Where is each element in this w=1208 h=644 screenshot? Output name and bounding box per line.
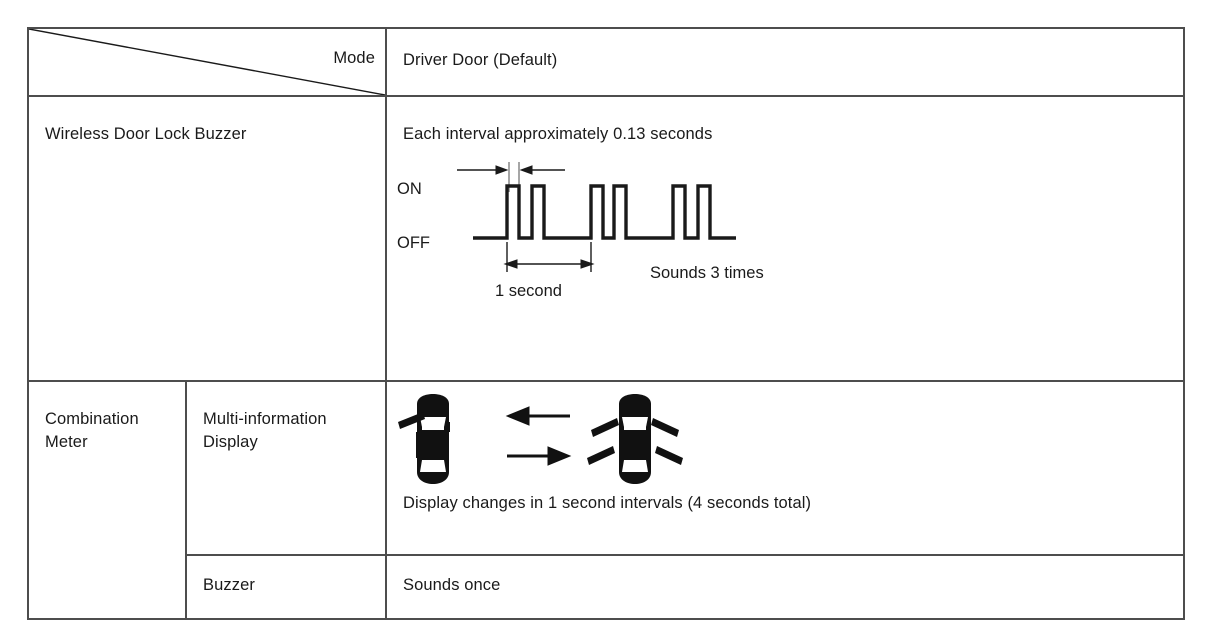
row-sublabel-text: Buzzer: [203, 576, 255, 594]
door-indicator-figure: [395, 394, 715, 486]
waveform-off-label: OFF: [397, 234, 430, 252]
car-all-doors-flashing-icon: [587, 394, 683, 484]
table-row: Wireless Door Lock Buzzer Each interval …: [27, 95, 1185, 382]
sounds-three-times-caption: Sounds 3 times: [650, 264, 764, 282]
diagonal-divider-line: [29, 29, 385, 95]
row-content-multi-information-display: Display changes in 1 second intervals (4…: [385, 380, 1185, 556]
row-content-combination-meter-buzzer: Sounds once: [385, 554, 1185, 620]
buzzer-waveform-figure: ON OFF: [395, 156, 865, 324]
row-label-combination-meter-buzzer: Buzzer: [185, 554, 387, 620]
buzzer-interval-text: Each interval approximately 0.13 seconds: [403, 125, 713, 143]
diagonal-header: Mode: [29, 29, 385, 95]
row-sublabel-text: Multi-information Display: [203, 410, 327, 451]
row-content-wireless-door-lock-buzzer: Each interval approximately 0.13 seconds…: [385, 95, 1185, 382]
buzzer-sounds-once-text: Sounds once: [403, 576, 501, 594]
row-label-combination-meter: Combination Meter: [27, 380, 187, 620]
row-label-wireless-door-lock-buzzer: Wireless Door Lock Buzzer: [27, 95, 387, 382]
row-label-text: Combination Meter: [45, 410, 139, 451]
header-value-text: Driver Door (Default): [403, 51, 558, 69]
one-second-caption: 1 second: [495, 282, 562, 300]
waveform-on-label: ON: [397, 180, 422, 198]
row-label-multi-information-display: Multi-information Display: [185, 380, 387, 556]
header-diagonal-cell: Mode: [27, 27, 387, 97]
table-header-row: Mode Driver Door (Default): [27, 27, 1185, 97]
row-label-text: Wireless Door Lock Buzzer: [45, 125, 247, 143]
header-value-cell: Driver Door (Default): [385, 27, 1185, 97]
arrow-right-icon: [507, 446, 572, 466]
table-row: Buzzer Sounds once: [28, 554, 1185, 620]
mode-axis-label: Mode: [333, 49, 375, 67]
pulse-interval-dimension: [457, 161, 565, 192]
car-driver-door-open-icon: [398, 394, 450, 484]
arrow-left-icon: [505, 406, 570, 426]
table-row: Combination Meter Multi-information Disp…: [27, 380, 1185, 620]
display-change-interval-text: Display changes in 1 second intervals (4…: [403, 494, 812, 512]
buzzer-waveform-trace: [473, 184, 736, 240]
mode-specification-table: Mode Driver Door (Default) Wireless Door…: [27, 27, 1185, 620]
one-second-dimension: [503, 241, 595, 272]
